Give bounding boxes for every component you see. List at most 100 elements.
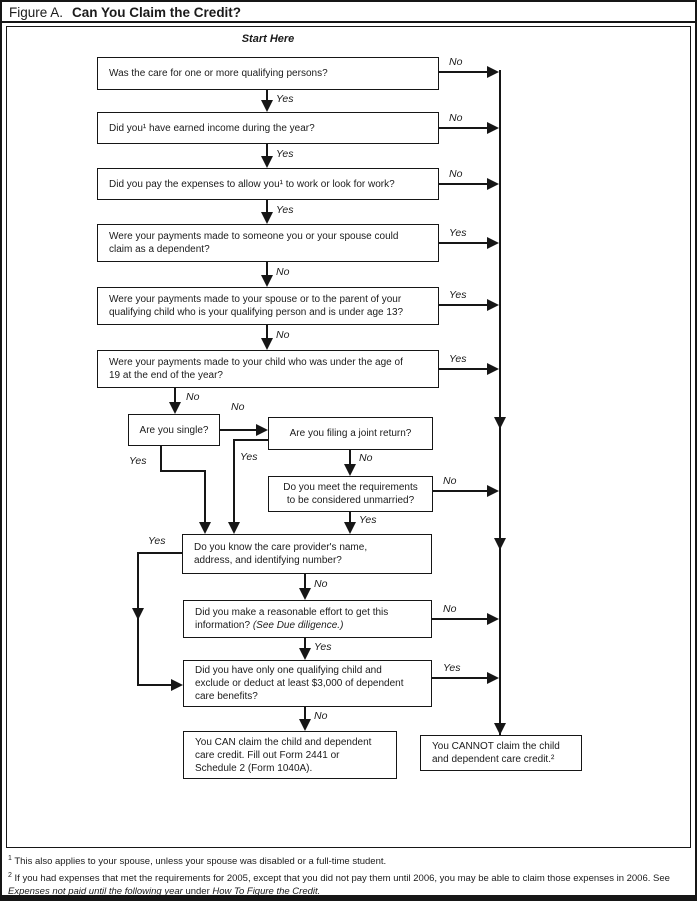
flow-line [439,127,488,129]
yes-label: Yes [443,662,461,674]
yes-label: Yes [276,93,294,105]
arrow-right-icon [487,363,499,375]
flow-line [266,325,268,340]
flow-line [304,707,306,721]
no-label: No [276,329,290,341]
flow-line [234,439,268,441]
flow-line [349,450,351,466]
arrow-down-icon [299,588,311,600]
question-are-you-single: Are you single? [128,414,220,446]
flow-line [432,618,488,620]
arrow-right-icon [487,485,499,497]
figure-heading: Can You Claim the Credit? [72,5,242,20]
no-label: No [314,578,328,590]
arrow-right-icon [487,66,499,78]
arrow-down-icon [494,538,506,550]
flow-line [137,684,172,686]
arrow-right-icon [256,424,268,436]
flow-line [266,200,268,214]
flow-line [304,574,306,590]
flow-line [233,439,235,524]
arrow-down-icon [494,723,506,735]
flow-line [204,470,206,524]
no-label: No [276,266,290,278]
no-label: No [449,112,463,124]
yes-label: Yes [129,455,147,467]
flow-line [439,242,488,244]
yes-label: Yes [276,204,294,216]
no-label: No [231,401,245,413]
question-qualifying-persons: Was the care for one or more qualifying … [97,57,439,90]
arrow-right-icon [487,178,499,190]
arrow-down-icon [344,522,356,534]
question-joint-return: Are you filing a joint return? [268,417,433,450]
arrow-down-icon [344,464,356,476]
collector-line [499,70,501,735]
start-here-label: Start Here [241,33,295,45]
arrow-down-icon [261,100,273,112]
figure-label: Figure A. [9,5,64,20]
arrow-right-icon [487,299,499,311]
arrow-down-icon [494,417,506,429]
yes-label: Yes [148,535,166,547]
flow-line [160,446,162,472]
no-label: No [314,710,328,722]
chart-border [6,26,691,848]
arrow-right-icon [171,679,183,691]
yes-label: Yes [359,514,377,526]
flow-line [439,183,488,185]
arrow-right-icon [487,237,499,249]
arrow-down-icon [261,338,273,350]
flow-line [266,90,268,102]
flow-line [160,470,206,472]
flow-line [220,429,258,431]
no-label: No [443,603,457,615]
flow-line [432,677,488,679]
arrow-right-icon [487,122,499,134]
arrow-right-icon [487,672,499,684]
question-care-provider-info: Do you know the care provider's name,add… [182,534,432,574]
no-label: No [443,475,457,487]
no-label: No [186,391,200,403]
flow-line [349,512,351,524]
yes-label: Yes [449,227,467,239]
arrow-down-icon [199,522,211,534]
yes-label: Yes [314,641,332,653]
title-divider [2,21,695,23]
flow-line [439,304,488,306]
question-one-qualifying-child: Did you have only one qualifying child a… [183,660,432,707]
flow-line [433,490,488,492]
figure-title: Figure A. Can You Claim the Credit? [9,5,241,20]
question-expenses-to-work: Did you pay the expenses to allow you¹ t… [97,168,439,200]
flow-line [174,388,176,404]
yes-label: Yes [276,148,294,160]
arrow-down-icon [261,156,273,168]
no-label: No [449,56,463,68]
arrow-down-icon [261,212,273,224]
yes-label: Yes [449,353,467,365]
question-payments-dependent: Were your payments made to someone you o… [97,224,439,262]
question-payments-child-under-19: Were your payments made to your child wh… [97,350,439,388]
question-earned-income: Did you¹ have earned income during the y… [97,112,439,144]
flow-line [304,638,306,650]
yes-label: Yes [240,451,258,463]
arrow-down-icon [132,608,144,620]
question-payments-spouse-parent: Were your payments made to your spouse o… [97,287,439,325]
yes-label: Yes [449,289,467,301]
footnote-2: 2 If you had expenses that met the requi… [8,872,670,897]
flow-line [138,552,182,554]
question-due-diligence: Did you make a reasonable effort to get … [183,600,432,638]
flow-line [266,262,268,277]
footnote-1: 1 This also applies to your spouse, unle… [8,855,387,868]
arrow-down-icon [299,648,311,660]
flow-line [266,144,268,158]
flow-line [439,368,488,370]
arrow-down-icon [299,719,311,731]
arrow-down-icon [228,522,240,534]
arrow-down-icon [169,402,181,414]
arrow-right-icon [487,613,499,625]
